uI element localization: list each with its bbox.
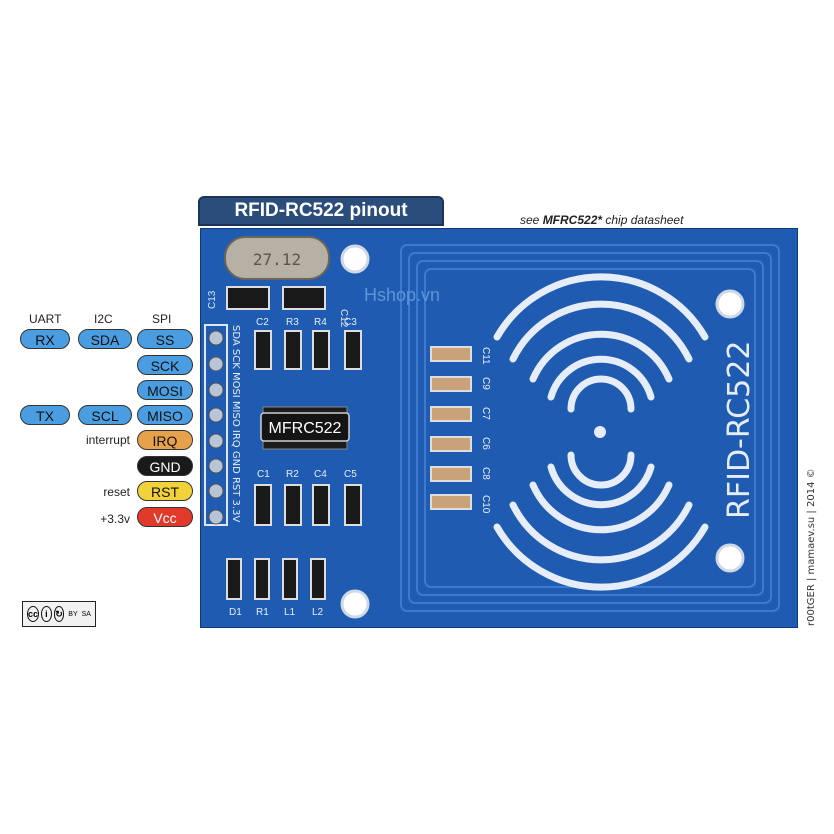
label-reset: reset <box>103 485 130 499</box>
svg-text:C7: C7 <box>480 407 491 420</box>
svg-text:27.12: 27.12 <box>253 250 301 269</box>
mount-hole-bl <box>340 589 370 619</box>
by-icon: i <box>41 606 52 622</box>
rfid-wave-icon <box>493 273 709 591</box>
crystal-icon <box>224 236 330 280</box>
cc-icon: cc <box>27 606 40 622</box>
svg-text:L2: L2 <box>312 607 324 618</box>
mount-hole-br <box>715 543 745 573</box>
board-label: RFID-RC522 <box>722 341 757 519</box>
pin-miso: MISO <box>137 405 193 425</box>
header-spi: SPI <box>152 312 172 326</box>
pin-rx: RX <box>20 329 70 349</box>
svg-text:R2: R2 <box>286 469 299 480</box>
datasheet-note: see MFRC522* chip datasheet <box>520 213 684 227</box>
svg-text:C4: C4 <box>314 469 327 480</box>
svg-text:L1: L1 <box>284 607 296 618</box>
pin-irq: IRQ <box>137 430 193 450</box>
svg-text:R4: R4 <box>314 317 327 328</box>
svg-text:C2: C2 <box>256 317 269 328</box>
svg-text:C3: C3 <box>344 317 357 328</box>
credit-text: r00tGER | mamaev.su | 2014 © <box>806 468 817 626</box>
pin-tx: TX <box>20 405 70 425</box>
rfid-board: 27.12 C13 C12 SDA SCK MOSI MISO IRQ GND … <box>200 228 798 628</box>
svg-text:C12: C12 <box>338 309 349 328</box>
mount-hole-tr <box>715 289 745 319</box>
pin-header-label: SDA SCK MOSI MISO IRQ GND RST 3.3V <box>230 325 241 522</box>
mount-hole-tl <box>340 244 370 274</box>
svg-text:C8: C8 <box>480 467 491 480</box>
watermark: Hshop.vn <box>364 285 440 305</box>
svg-text:C6: C6 <box>480 437 491 450</box>
header-uart: UART <box>29 312 62 326</box>
cc-license-badge: cc i ↻ BY SA <box>22 601 96 627</box>
svg-text:R1: R1 <box>256 607 269 618</box>
svg-text:D1: D1 <box>229 607 242 618</box>
svg-text:C5: C5 <box>344 469 357 480</box>
board-artwork: 27.12 C13 C12 SDA SCK MOSI MISO IRQ GND … <box>204 236 780 619</box>
pin-sda: SDA <box>78 329 132 349</box>
svg-text:R3: R3 <box>286 317 299 328</box>
diagram-title: RFID-RC522 pinout <box>234 200 408 221</box>
svg-text:C9: C9 <box>480 377 491 390</box>
pin-scl: SCL <box>78 405 132 425</box>
sa-icon: ↻ <box>53 606 65 622</box>
pin-gnd: GND <box>137 456 193 476</box>
title-tab <box>198 196 444 226</box>
pin-ss: SS <box>137 329 193 349</box>
svg-text:C11: C11 <box>480 347 491 365</box>
pin-sck: SCK <box>137 355 193 375</box>
svg-text:C1: C1 <box>257 469 270 480</box>
pin-mosi: MOSI <box>137 380 193 400</box>
pin-vcc: Vcc <box>137 507 193 527</box>
chip-label: MFRC522 <box>269 420 342 437</box>
label-3v3: +3.3v <box>100 512 130 526</box>
label-interrupt: interrupt <box>85 433 130 447</box>
header-i2c: I2C <box>94 312 113 326</box>
svg-text:C13: C13 <box>207 290 218 309</box>
pin-rst: RST <box>137 481 193 501</box>
svg-text:C10: C10 <box>480 495 491 514</box>
